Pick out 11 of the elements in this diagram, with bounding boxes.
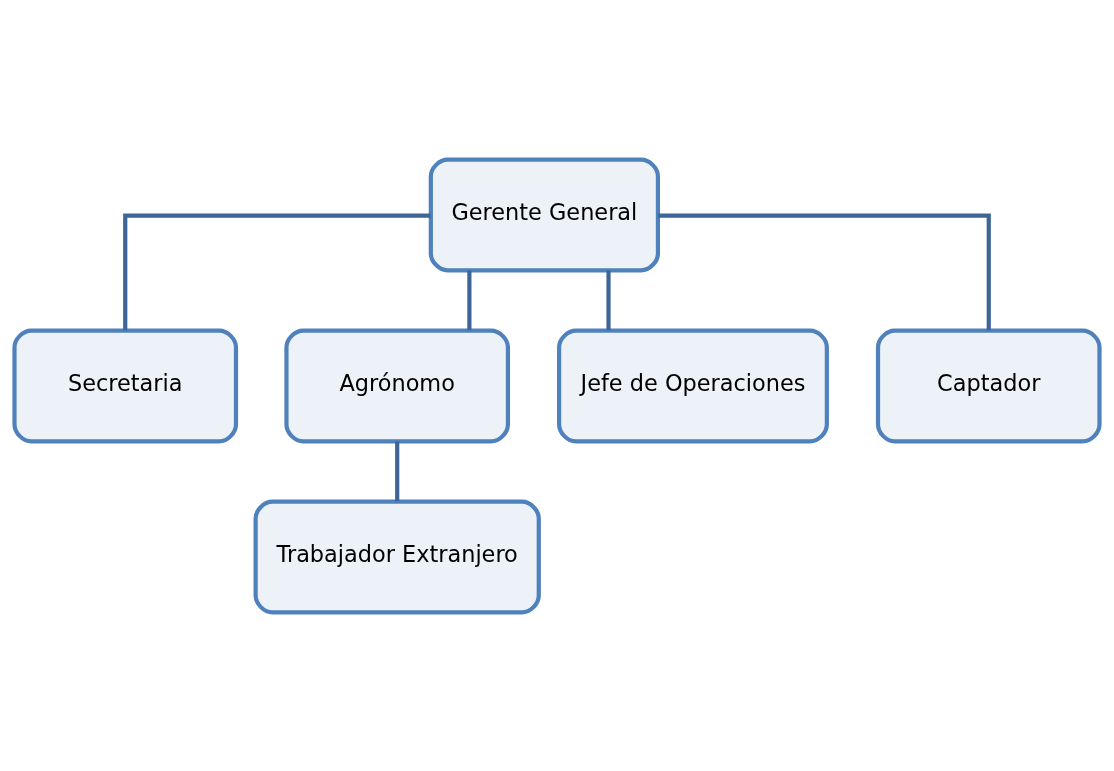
connector (606, 270, 611, 330)
connector (658, 213, 991, 330)
connector (123, 213, 431, 330)
node-box: Jefe de Operaciones (557, 328, 829, 443)
node-box: Captador (875, 328, 1102, 443)
node-box: Trabajador Extranjero (253, 499, 541, 614)
node-box: Gerente General (428, 157, 661, 272)
connector (395, 441, 400, 501)
node-box: Secretaria (12, 328, 239, 443)
connector (467, 270, 472, 330)
node-box: Agrónomo (284, 328, 511, 443)
